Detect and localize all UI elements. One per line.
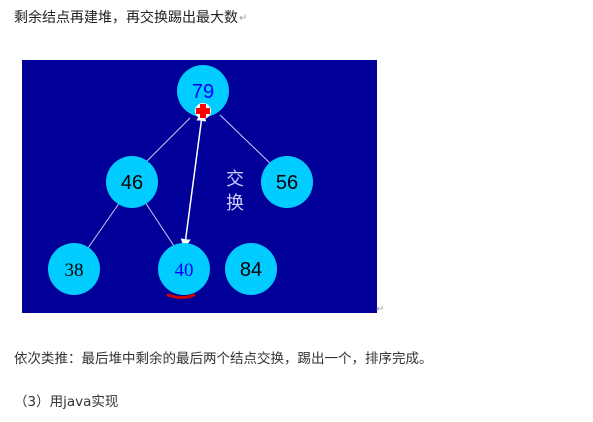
edge-46-38 bbox=[87, 201, 121, 249]
node-38: 38 bbox=[48, 243, 100, 295]
edge-46-40 bbox=[144, 201, 175, 247]
swap-label-char1: 交 bbox=[226, 169, 244, 190]
red-cross-icon bbox=[195, 103, 211, 119]
edge-79-56 bbox=[219, 114, 273, 166]
node-40: 40 bbox=[158, 243, 210, 295]
paragraph-summary: 依次类推：最后堆中剩余的最后两个结点交换，踢出一个，排序完成。 bbox=[14, 351, 433, 367]
heap-diagram: 79 46 56 38 40 84 交 bbox=[22, 60, 377, 313]
node-56: 56 bbox=[261, 156, 313, 208]
node-79: 79 bbox=[177, 65, 229, 117]
node-84-label: 84 bbox=[240, 259, 262, 281]
node-40-label: 40 bbox=[175, 260, 194, 281]
node-79-label: 79 bbox=[192, 81, 214, 103]
node-84: 84 bbox=[225, 243, 277, 295]
node-56-label: 56 bbox=[276, 172, 298, 194]
red-underline-mark bbox=[166, 293, 196, 299]
swap-label-char2: 换 bbox=[226, 193, 244, 214]
heap-diagram-svg: 79 46 56 38 40 84 交 bbox=[48, 65, 313, 299]
section-heading-java: （3）用java实现 bbox=[14, 394, 119, 410]
node-38-label: 38 bbox=[65, 260, 84, 281]
paragraph-mark-icon: ↵ bbox=[239, 12, 248, 24]
heading-text: 剩余结点再建堆，再交换踢出最大数 bbox=[14, 10, 238, 26]
swap-arrow bbox=[180, 111, 207, 249]
figure-paragraph-mark-icon: ↵ bbox=[376, 304, 385, 315]
heading-line: 剩余结点再建堆，再交换踢出最大数↵ bbox=[14, 7, 247, 27]
node-46: 46 bbox=[106, 156, 158, 208]
edge-79-46 bbox=[144, 117, 191, 164]
node-46-label: 46 bbox=[121, 172, 143, 194]
